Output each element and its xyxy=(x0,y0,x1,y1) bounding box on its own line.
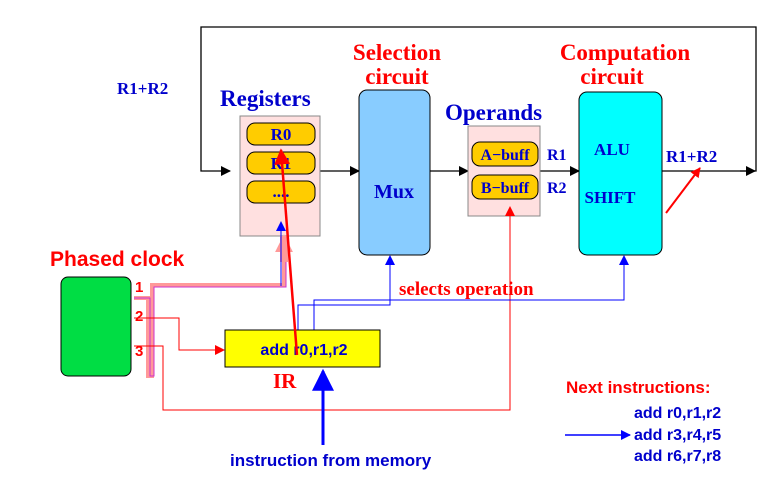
register-slot-more xyxy=(246,180,316,204)
b-buff-label: B−buff xyxy=(481,180,530,197)
clock-phase-2-label: 2 xyxy=(135,308,143,325)
ir-instruction: add r0,r1,r2 xyxy=(260,342,347,359)
b-buff-tag: R2 xyxy=(547,180,567,197)
r1-plus-r2-right-label: R1+R2 xyxy=(666,147,717,166)
a-buff-label: A−buff xyxy=(480,147,530,164)
register-label-more: .... xyxy=(273,182,290,201)
ir-box xyxy=(224,329,381,368)
clock-phase-1-track-inner xyxy=(134,252,287,377)
mux-label: Mux xyxy=(374,181,414,203)
ir-to-register-pointer xyxy=(274,148,299,356)
mux-box xyxy=(358,89,431,256)
registers-title: Registers xyxy=(220,86,311,111)
clock-phase-3-to-operands xyxy=(134,206,515,411)
ir-to-alu-select xyxy=(313,255,629,330)
alu-box xyxy=(578,91,663,256)
instruction-from-memory-label: instruction from memory xyxy=(230,451,432,470)
selects-operation-label: selects operation xyxy=(399,279,534,300)
register-slot-r0 xyxy=(246,122,316,146)
clock-phase-2-to-ir xyxy=(134,317,225,355)
computation-title-line2: circuit xyxy=(580,64,644,89)
a-buff-slot xyxy=(471,141,539,167)
next-instruction-item: add r6,r7,r8 xyxy=(634,448,721,465)
register-label-r0: R0 xyxy=(271,125,292,144)
next-instruction-item: add r0,r1,r2 xyxy=(634,405,721,422)
r1-plus-r2-left-label: R1+R2 xyxy=(117,79,168,98)
ir-to-mux-select xyxy=(297,255,395,330)
selection-title-line1: Selection xyxy=(353,40,441,65)
ir-label: IR xyxy=(273,369,297,393)
phased-clock-box xyxy=(60,276,132,377)
b-buff-slot xyxy=(471,174,539,200)
next-instruction-item: add r3,r4,r5 xyxy=(634,427,721,444)
clock-phase-1-label: 1 xyxy=(135,279,143,296)
operands-title: Operands xyxy=(445,100,542,125)
alu-label: ALU xyxy=(594,140,630,159)
clock-phase-3-label: 3 xyxy=(135,343,143,360)
computation-title-line1: Computation xyxy=(560,40,691,65)
phased-clock-title: Phased clock xyxy=(50,248,185,271)
operands-panel xyxy=(467,125,541,217)
selection-title-line2: circuit xyxy=(365,64,429,89)
shift-label: SHIFT xyxy=(584,188,636,207)
result-red-arrow xyxy=(665,167,701,214)
a-buff-tag: R1 xyxy=(547,147,567,164)
next-instructions-title: Next instructions: xyxy=(566,378,711,397)
